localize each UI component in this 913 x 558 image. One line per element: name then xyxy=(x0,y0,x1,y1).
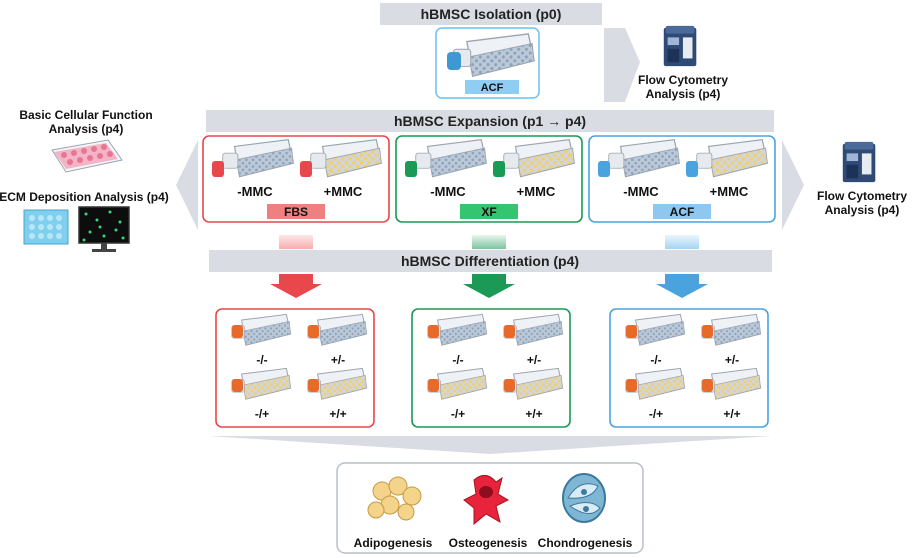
condition-label: +/+ xyxy=(329,407,346,421)
flow-cytometer-right-icon xyxy=(842,141,876,183)
condition-label: +/+ xyxy=(723,407,740,421)
minus-mmc-label: -MMC xyxy=(430,184,466,199)
outcome-osteogenesis: Osteogenesis xyxy=(449,536,528,550)
medium-label: XF xyxy=(481,205,496,219)
condition-flask-cap xyxy=(504,325,515,338)
isolation-title: hBMSC Isolation (p0) xyxy=(421,6,562,22)
outcome-adipogenesis: Adipogenesis xyxy=(354,536,433,550)
isolation-flask-label-bg xyxy=(465,80,519,94)
expansion-group-0: -MMC +MMC FBS xyxy=(202,135,390,298)
condition-label: +/- xyxy=(725,353,739,367)
condition-label: -/+ xyxy=(255,407,269,421)
differentiation-banner xyxy=(209,250,772,272)
down-arrow-head xyxy=(270,274,322,298)
condition-flask-cap xyxy=(232,379,243,392)
condition-label: -/+ xyxy=(649,407,663,421)
flow-right-line2: Analysis (p4) xyxy=(825,203,900,217)
basic-function-line2: Analysis (p4) xyxy=(49,122,124,136)
microscope-monitor-icon xyxy=(78,206,130,252)
condition-flask-cap xyxy=(428,379,439,392)
isolation-arrow xyxy=(604,28,640,102)
condition-label: -/- xyxy=(256,353,267,367)
flow-right-line1: Flow Cytometry xyxy=(817,189,907,203)
flow-top-line2: Analysis (p4) xyxy=(646,87,721,101)
condition-label: -/- xyxy=(452,353,463,367)
down-arrow-head xyxy=(656,274,708,298)
condition-flask-cap xyxy=(308,379,319,392)
minus-mmc-label: -MMC xyxy=(623,184,659,199)
adipocyte-icon xyxy=(367,476,422,521)
condition-flask-cap xyxy=(428,325,439,338)
isolation-banner xyxy=(380,3,602,25)
flow-top-line1: Flow Cytometry xyxy=(638,73,728,87)
condition-label: +/- xyxy=(527,353,541,367)
expansion-group-1: -MMC +MMC XF xyxy=(395,135,583,298)
down-arrow-top xyxy=(472,235,506,249)
expansion-banner xyxy=(206,110,774,132)
medium-label: ACF xyxy=(670,205,695,219)
condition-flask-cap xyxy=(232,325,243,338)
condition-flask-cap xyxy=(308,325,319,338)
medium-label-bg xyxy=(653,204,711,219)
osteocyte-icon xyxy=(463,475,510,526)
differentiation-groups: -/- +/- -/+ +/+ -/- +/- -/+ +/+ -/- +/- -/+ +/+ xyxy=(215,308,769,428)
flow-cytometer-icon xyxy=(663,25,697,67)
medium-label-bg xyxy=(267,204,325,219)
differentiation-group-1: -/- +/- -/+ +/+ xyxy=(411,308,571,428)
ecm-stain-plate-icon xyxy=(23,209,69,245)
down-arrow-head xyxy=(463,274,515,298)
isolation-flask-cap xyxy=(447,52,461,70)
flask-cap xyxy=(686,161,698,177)
expansion-groups: -MMC +MMC FBS -MMC +MMC XF -MMC +MMC ACF xyxy=(202,135,776,298)
condition-label: +/- xyxy=(331,353,345,367)
flask-cap xyxy=(598,161,610,177)
plus-mmc-label: +MMC xyxy=(517,184,556,199)
right-arrow xyxy=(782,140,804,230)
medium-label-bg xyxy=(460,204,518,219)
differentiation-title: hBMSC Differentiation (p4) xyxy=(401,253,579,269)
well-plate-icon xyxy=(51,139,123,173)
condition-flask-cap xyxy=(626,325,637,338)
flask-cap xyxy=(300,161,312,177)
left-arrow xyxy=(176,140,198,230)
down-arrow-top xyxy=(279,235,313,249)
outcome-chondrogenesis: Chondrogenesis xyxy=(538,536,633,550)
chondrocyte-icon xyxy=(562,473,606,523)
condition-flask-cap xyxy=(702,379,713,392)
outcome-funnel xyxy=(208,436,772,454)
isolation-flask-label: ACF xyxy=(481,82,504,94)
down-arrow-top xyxy=(665,235,699,249)
flask-cap xyxy=(493,161,505,177)
differentiation-group-2: -/- +/- -/+ +/+ xyxy=(609,308,769,428)
flask-cap xyxy=(405,161,417,177)
condition-flask-cap xyxy=(626,379,637,392)
condition-flask-cap xyxy=(504,379,515,392)
basic-function-line1: Basic Cellular Function xyxy=(19,108,152,122)
condition-flask-cap xyxy=(702,325,713,338)
differentiation-group-0: -/- +/- -/+ +/+ xyxy=(215,308,375,428)
flask-cap xyxy=(212,161,224,177)
condition-label: -/- xyxy=(650,353,661,367)
ecm-label: ECM Deposition Analysis (p4) xyxy=(0,190,169,204)
condition-label: -/+ xyxy=(451,407,465,421)
condition-label: +/+ xyxy=(525,407,542,421)
expansion-group-2: -MMC +MMC ACF xyxy=(588,135,776,298)
plus-mmc-label: +MMC xyxy=(324,184,363,199)
medium-label: FBS xyxy=(284,205,308,219)
minus-mmc-label: -MMC xyxy=(237,184,273,199)
expansion-title: hBMSC Expansion (p1 → p4) xyxy=(394,113,586,129)
plus-mmc-label: +MMC xyxy=(710,184,749,199)
